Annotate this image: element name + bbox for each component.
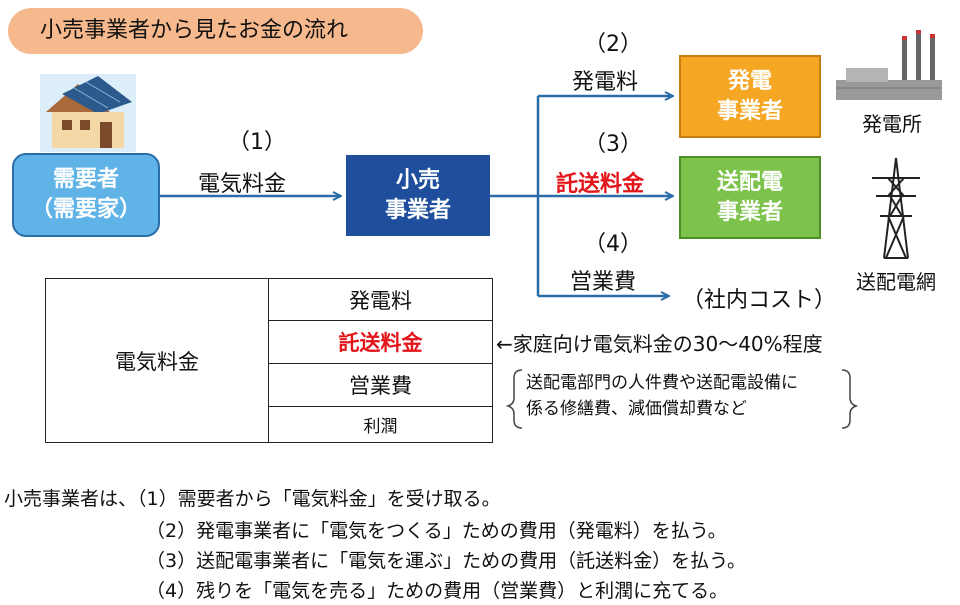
transmission-line2: 事業者 [716, 199, 783, 225]
transmission-line1: 送配電 [716, 169, 783, 195]
summary-line-3: （3）送配電事業者に「電気を運ぶ」ための費用（託送料金）を払う。 [146, 550, 746, 572]
flow1-label: 電気料金 [198, 172, 287, 197]
breakdown-row-profit: 利潤 [268, 405, 493, 444]
flow4-number: （4） [584, 232, 642, 257]
flow3-label: 託送料金 [556, 172, 645, 197]
summary-line-1: 小売事業者は、（1）需要者から「電気料金」を受け取る。 [4, 488, 501, 510]
house-icon [40, 74, 136, 152]
retailer-box: 小売 事業者 [346, 155, 490, 236]
consumer-line1: 需要者 [52, 167, 119, 193]
note-bracket-right [841, 369, 859, 429]
flow3-number: （3） [584, 132, 642, 157]
summary-line-2: （2）発電事業者に「電気をつくる」ための費用（発電料）を払う。 [146, 520, 727, 542]
breakdown-row-transmission: 託送料金 [268, 320, 493, 364]
breakdown-row-generation: 発電料 [268, 277, 493, 322]
retailer-line1: 小売 [395, 167, 440, 193]
flow1-number: （1） [228, 130, 286, 155]
summary-line-4: （4）残りを「電気を売る」ための費用（営業費）と利潤に充てる。 [146, 580, 729, 602]
flow2-label: 発電料 [572, 70, 639, 95]
breakdown-total: 電気料金 [45, 278, 269, 443]
power-plant-icon [836, 30, 942, 100]
grid-label: 送配電網 [856, 270, 936, 294]
flow4-label: 営業費 [570, 270, 637, 295]
flow2-number: （2） [584, 32, 642, 57]
power-plant-label: 発電所 [862, 112, 922, 136]
note-arrow-text: ←家庭向け電気料金の30～40%程度 [496, 332, 823, 356]
flow4-target: （社内コスト） [682, 288, 837, 313]
note-bracket-left [505, 369, 523, 429]
transmission-box: 送配電 事業者 [679, 156, 821, 239]
note-line2: 係る修繕費、減価償却費など [526, 399, 747, 419]
breakdown-row-operating: 営業費 [268, 362, 493, 407]
consumer-box: 需要者 （需要家） [12, 153, 160, 237]
breakdown-table: 電気料金 発電料 託送料金 営業費 利潤 [45, 277, 493, 444]
generator-box: 発電 事業者 [679, 55, 821, 138]
generator-line1: 発電 [727, 68, 772, 94]
page-title: 小売事業者から見たお金の流れ [8, 8, 423, 54]
note-line1: 送配電部門の人件費や送配電設備に [526, 373, 798, 393]
transmission-tower-icon [872, 157, 920, 259]
retailer-line2: 事業者 [384, 197, 451, 223]
consumer-line2: （需要家） [30, 197, 141, 222]
generator-line2: 事業者 [716, 98, 783, 124]
